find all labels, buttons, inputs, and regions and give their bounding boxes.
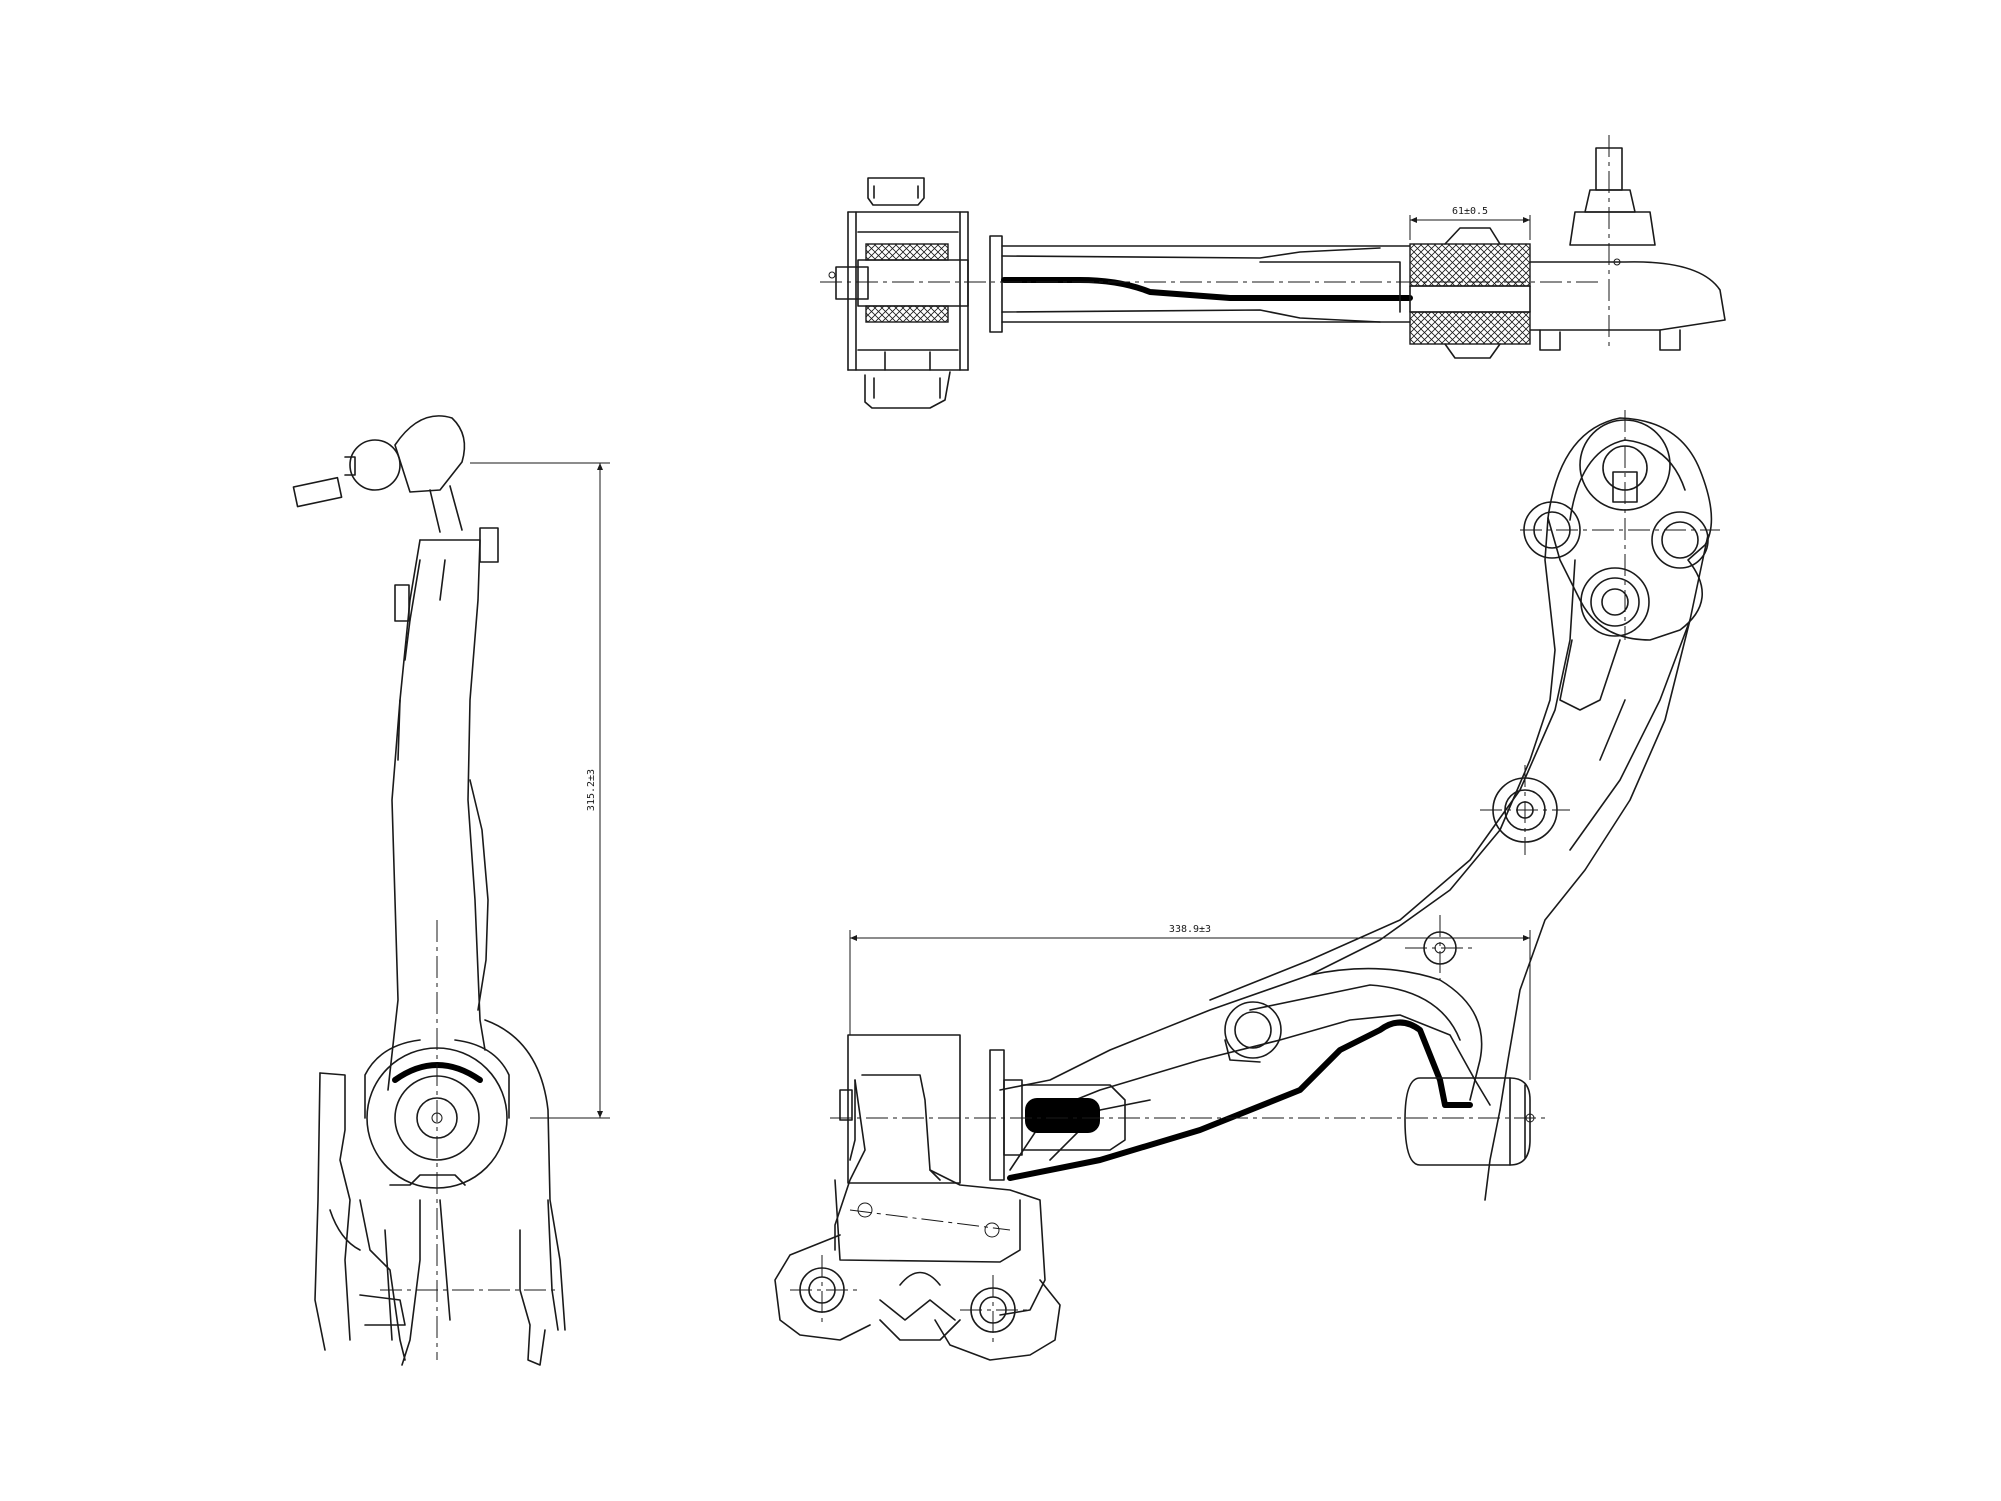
dim-top-label: 61±0.5 xyxy=(1452,206,1488,217)
front-bushing xyxy=(1409,227,1726,359)
front-arm-holes xyxy=(1224,765,1570,1063)
side-view: 315.2±3 xyxy=(292,415,610,1366)
side-lower-bushing xyxy=(364,1019,566,1331)
top-ball-joint xyxy=(828,135,1656,350)
top-view: 61±0.5 xyxy=(820,135,1726,409)
dim-side-height: 315.2±3 xyxy=(470,462,610,1119)
front-right-bushing xyxy=(1404,1077,1535,1166)
front-view: 338.9±3 xyxy=(774,410,1720,1361)
dim-front-length: 338.9±3 xyxy=(849,924,1531,1080)
side-ball-joint xyxy=(292,415,499,622)
front-ball-joint-flange xyxy=(1520,410,1720,641)
dim-top-bushing: 61±0.5 xyxy=(1409,206,1531,240)
front-arm-outline xyxy=(999,517,1709,1201)
side-arm-body xyxy=(387,539,489,1091)
top-arm-shaft xyxy=(820,235,1600,333)
dim-front-label: 338.9±3 xyxy=(1169,924,1211,935)
front-mount-bracket xyxy=(774,1079,1061,1361)
rear-bushing-bracket xyxy=(835,177,969,409)
dim-side-label: 315.2±3 xyxy=(586,769,597,811)
front-left-bushing xyxy=(830,1034,1550,1184)
